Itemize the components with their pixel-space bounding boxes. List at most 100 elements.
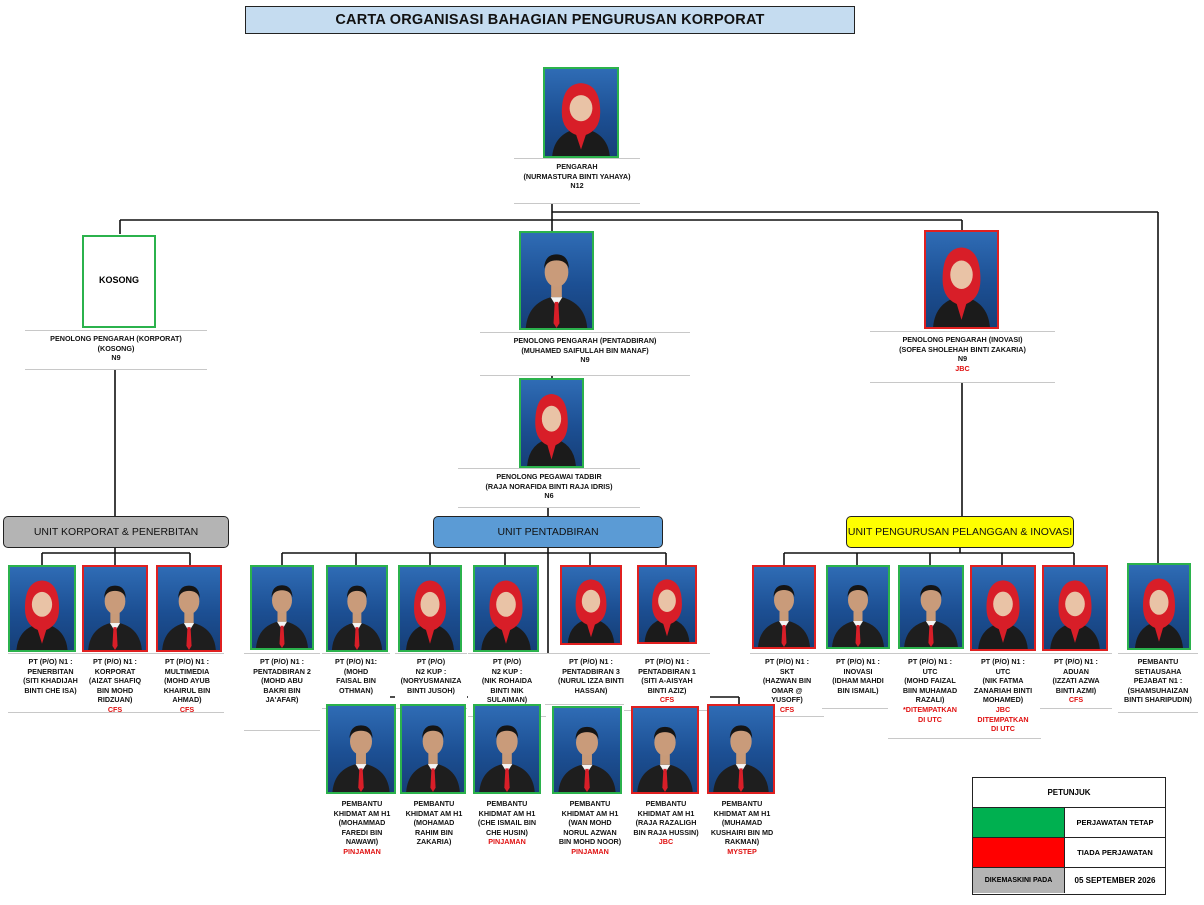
general-staff-caption-3-status: PINJAMAN xyxy=(488,837,526,847)
general-staff-caption-1: PEMBANTU KHIDMAT AM H1 (MOHAMMAD FAREDI … xyxy=(322,796,402,858)
staff-caption-4: PT (P/O) N1 : PENTADBIRAN 2 (MOHD ABU BA… xyxy=(244,653,320,731)
staff-caption-10-line-1: PT (P/O) N1 : SKT (HAZWAN BIN OMAR @ YUS… xyxy=(762,657,812,705)
staff-photo-3 xyxy=(156,565,222,652)
staff-photo-13 xyxy=(970,565,1036,651)
staff-caption-3-line-1: PT (P/O) N1 : MULTIMEDIA (MOHD AYUB KHAI… xyxy=(163,657,211,705)
legend-updated-date: 05 SEPTEMBER 2026 xyxy=(1074,876,1156,885)
deputy-pentadbiran-caption-line-1: PENOLONG PENGARAH (PENTADBIRAN) xyxy=(513,336,657,345)
general-staff-caption-3-line-1: PEMBANTU KHIDMAT AM H1 (CHE ISMAIL BIN C… xyxy=(477,799,537,837)
staff-caption-10-status: CFS xyxy=(779,704,795,714)
legend-swatch-no-post xyxy=(973,838,1065,868)
director-caption: PENGARAH(NURMASTURA BINTI YAHAYA)N12 xyxy=(514,158,640,204)
portrait-silhouette xyxy=(1135,578,1183,648)
legend: PETUNJUK PERJAWATAN TETAP TIADA PERJAWAT… xyxy=(972,777,1166,895)
portrait-silhouette xyxy=(479,725,535,792)
deputy-korporat-caption-line-3: N9 xyxy=(111,353,121,363)
portrait-silhouette xyxy=(713,725,769,792)
staff-photo-7 xyxy=(473,565,539,652)
deputy-korporat-caption-line-1: PENOLONG PENGARAH (KORPORAT) xyxy=(50,334,182,343)
portrait-silhouette xyxy=(567,579,615,643)
admin-officer-caption-line-1: PENOLONG PEGAWAI TADBIR xyxy=(496,472,602,481)
portrait-silhouette xyxy=(331,585,383,650)
general-staff-photo-3 xyxy=(473,704,541,794)
staff-caption-12-status: *DITEMPATKAN DI UTC xyxy=(902,704,958,724)
general-staff-caption-6: PEMBANTU KHIDMAT AM H1 (MUHAMAD KUSHAIRI… xyxy=(700,796,784,858)
general-staff-caption-1-line-1: PEMBANTU KHIDMAT AM H1 (MOHAMMAD FAREDI … xyxy=(333,799,391,847)
staff-caption-1: PT (P/O) N1 : PENERBITAN (SITI KHADIJAH … xyxy=(8,653,93,713)
staff-caption-9: PT (P/O) N1 : PENTADBIRAN 1 (SITI A-AISY… xyxy=(624,653,710,711)
general-staff-caption-2: PEMBANTU KHIDMAT AM H1 (MOHAMAD RAHIM BI… xyxy=(396,796,472,858)
general-staff-caption-4: PEMBANTU KHIDMAT AM H1 (WAN MOHD NORUL A… xyxy=(548,796,632,858)
director-caption-line-3: N12 xyxy=(570,181,584,191)
portrait-silhouette xyxy=(978,580,1028,649)
staff-photo-1 xyxy=(8,565,76,652)
general-staff-caption-6-line-1: PEMBANTU KHIDMAT AM H1 (MUHAMAD KUSHAIRI… xyxy=(710,799,774,847)
portrait-silhouette xyxy=(552,83,610,156)
staff-caption-10: PT (P/O) N1 : SKT (HAZWAN BIN OMAR @ YUS… xyxy=(750,653,824,717)
staff-caption-8: PT (P/O) N1 : PENTADBIRAN 3 (NURUL IZZA … xyxy=(545,653,637,705)
portrait-silhouette xyxy=(256,585,308,648)
general-staff-caption-5-line-1: PEMBANTU KHIDMAT AM H1 (RAJA RAZALIGH BI… xyxy=(633,799,699,837)
staff-caption-11-line-1: PT (P/O) N1 : INOVASI (IDHAM MAHDI BIN I… xyxy=(832,657,884,695)
staff-caption-13: PT (P/O) N1 : UTC (NIK FATMA ZANARIAH BI… xyxy=(965,653,1041,739)
staff-caption-3-status: CFS xyxy=(179,704,195,714)
admin-officer-caption-line-2: (RAJA NORAFIDA BINTI RAJA IDRIS) xyxy=(485,481,613,491)
director-caption-line-2: (NURMASTURA BINTI YAHAYA) xyxy=(523,171,631,181)
deputy-inovasi-caption-line-2: (SOFEA SHOLEHAH BINTI ZAKARIA) xyxy=(899,344,1026,354)
staff-photo-12 xyxy=(898,565,964,649)
deputy-pentadbiran-photo xyxy=(519,231,594,330)
portrait-silhouette xyxy=(162,585,216,650)
staff-caption-8-line-1: PT (P/O) N1 : PENTADBIRAN 3 (NURUL IZZA … xyxy=(558,657,624,695)
chart-title: CARTA ORGANISASI BAHAGIAN PENGURUSAN KOR… xyxy=(245,6,855,34)
staff-photo-6 xyxy=(398,565,462,652)
unit-banner-1: UNIT KORPORAT & PENERBITAN xyxy=(3,516,229,548)
general-staff-caption-6-status: MYSTEP xyxy=(727,846,757,856)
deputy-inovasi-caption: PENOLONG PENGARAH (INOVASI)(SOFEA SHOLEH… xyxy=(870,331,1055,383)
admin-officer-caption-line-3: N6 xyxy=(544,491,554,501)
general-staff-caption-4-status: PINJAMAN xyxy=(571,846,609,856)
staff-caption-12-line-1: PT (P/O) N1 : UTC (MOHD FAIZAL BIIN MUHA… xyxy=(902,657,958,705)
staff-caption-13-line-1: PT (P/O) N1 : UTC (NIK FATMA ZANARIAH BI… xyxy=(973,657,1033,705)
staff-photo-9 xyxy=(637,565,697,644)
staff-caption-15-line-1: PEMBANTU SETIAUSAHA PEJABAT N1 : (SHAMSU… xyxy=(1124,657,1192,705)
portrait-silhouette xyxy=(758,585,810,647)
staff-caption-1-line-1: PT (P/O) N1 : PENERBITAN (SITI KHADIJAH … xyxy=(23,657,78,695)
portrait-silhouette xyxy=(332,725,390,792)
portrait-silhouette xyxy=(637,726,693,792)
general-staff-caption-1-status: PINJAMAN xyxy=(343,846,381,856)
staff-caption-2: PT (P/O) N1 : KORPORAT (AIZAT SHAFIQ BIN… xyxy=(80,653,150,714)
staff-photo-15 xyxy=(1127,563,1191,650)
portrait-silhouette xyxy=(88,585,142,650)
portrait-silhouette xyxy=(1050,580,1100,649)
staff-caption-14: PT (P/O) N1 : ADUAN (IZZATI AZWA BINTI A… xyxy=(1040,653,1112,709)
staff-caption-4-line-1: PT (P/O) N1 : PENTADBIRAN 2 (MOHD ABU BA… xyxy=(253,657,311,705)
staff-caption-14-status: CFS xyxy=(1068,695,1084,705)
staff-caption-5: PT (P/O) N1: (MOHD FAISAL BIN OTHMAN) xyxy=(322,653,390,709)
staff-caption-12: PT (P/O) N1 : UTC (MOHD FAIZAL BIIN MUHA… xyxy=(888,653,972,739)
general-staff-caption-5-status: JBC xyxy=(658,837,674,847)
deputy-pentadbiran-caption: PENOLONG PENGARAH (PENTADBIRAN)(MUHAMED … xyxy=(480,332,690,376)
staff-caption-6: PT (P/O) N2 KUP : (NORYUSMANIZA BINTI JU… xyxy=(395,653,467,709)
staff-caption-3: PT (P/O) N1 : MULTIMEDIA (MOHD AYUB KHAI… xyxy=(150,653,224,714)
unit-banner-2: UNIT PENTADBIRAN xyxy=(433,516,663,548)
staff-caption-9-status: CFS xyxy=(659,695,675,705)
admin-officer-caption: PENOLONG PEGAWAI TADBIR(RAJA NORAFIDA BI… xyxy=(458,468,640,508)
staff-photo-4 xyxy=(250,565,314,650)
general-staff-photo-1 xyxy=(326,704,396,794)
staff-caption-5-line-1: PT (P/O) N1: (MOHD FAISAL BIN OTHMAN) xyxy=(335,657,377,695)
staff-caption-9-line-1: PT (P/O) N1 : PENTADBIRAN 1 (SITI A-AISY… xyxy=(638,657,696,695)
staff-photo-5 xyxy=(326,565,388,652)
admin-officer-photo xyxy=(519,378,584,468)
vacant-label: KOSONG xyxy=(98,275,139,285)
director-photo xyxy=(543,67,619,158)
staff-photo-14 xyxy=(1042,565,1108,651)
legend-swatch-permanent xyxy=(973,808,1065,838)
deputy-inovasi-caption-status: JBC xyxy=(955,363,970,373)
staff-caption-13-status: JBC DITEMPATKAN DI UTC xyxy=(977,704,1029,734)
portrait-silhouette xyxy=(558,726,616,792)
legend-title: PETUNJUK xyxy=(973,778,1165,808)
portrait-silhouette xyxy=(904,585,958,647)
portrait-silhouette xyxy=(16,580,68,650)
deputy-korporat-caption: PENOLONG PENGARAH (KORPORAT)(KOSONG)N9 xyxy=(25,330,207,370)
deputy-inovasi-caption-line-3: N9 xyxy=(957,354,968,364)
